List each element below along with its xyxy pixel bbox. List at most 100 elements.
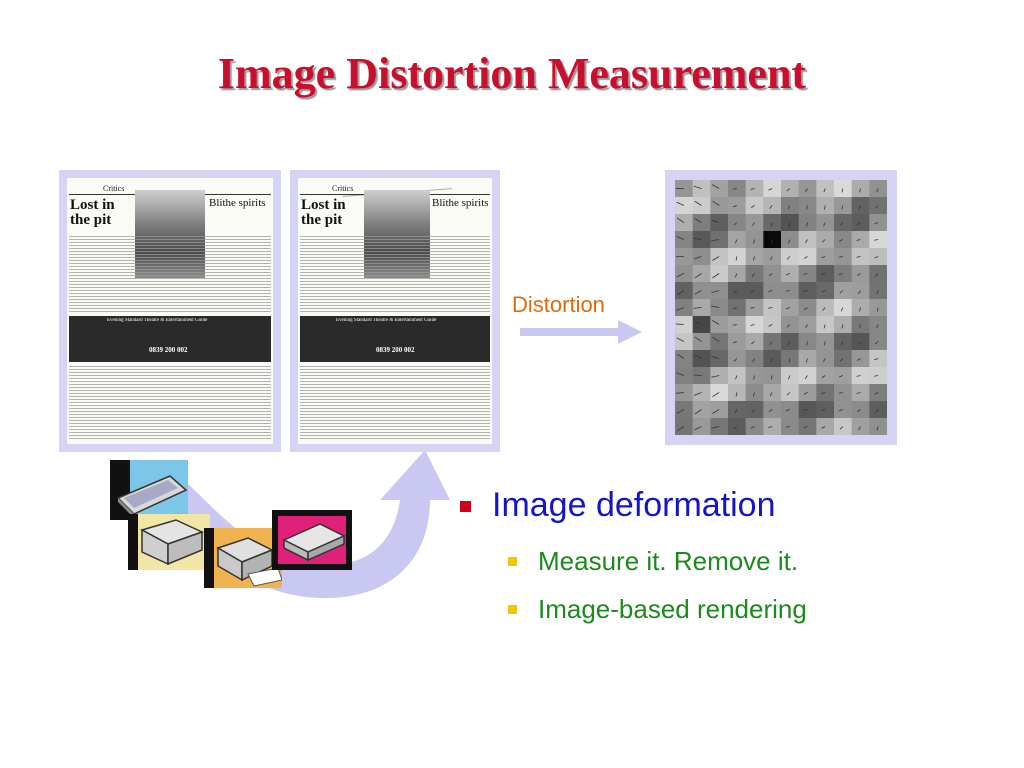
section-label: Critics: [332, 184, 354, 193]
field-cell: [692, 401, 711, 419]
field-vector-arrow: [750, 324, 755, 326]
field-vector-arrow: [770, 256, 773, 261]
field-vector-arrow: [693, 321, 702, 325]
field-vector-arrow: [768, 290, 773, 292]
field-vector-arrow: [838, 409, 843, 412]
field-vector-arrow: [840, 222, 844, 226]
field-cell: [851, 401, 870, 419]
field-vector-arrow: [711, 305, 720, 308]
field-vector-arrow: [875, 409, 879, 413]
field-cell: [798, 299, 817, 317]
field-vector-arrow: [770, 375, 773, 380]
field-vector-arrow: [839, 290, 844, 294]
field-vector-arrow: [805, 239, 808, 244]
field-vector-arrow: [874, 256, 879, 259]
text-columns-bottom: [69, 366, 271, 440]
field-cell: [692, 299, 711, 317]
sub-bullet-text: Image-based rendering: [538, 594, 807, 624]
field-vector-arrow: [786, 188, 791, 192]
field-vector-arrow: [676, 337, 685, 342]
field-cell: [710, 265, 729, 283]
field-vector-arrow: [785, 426, 790, 428]
field-vector-arrow: [786, 256, 791, 260]
field-vector-arrow: [770, 222, 773, 227]
field-vector-arrow: [785, 307, 790, 310]
field-vector-arrow: [875, 205, 879, 209]
field-vector-arrow: [839, 358, 844, 362]
field-cell: [692, 197, 711, 215]
field-vector-arrow: [838, 392, 843, 394]
sub-bullet-marker-icon: [508, 605, 517, 614]
field-vector-arrow: [735, 239, 738, 244]
field-vector-arrow: [676, 372, 684, 376]
field-vector-arrow: [732, 307, 737, 310]
field-cell: [834, 282, 853, 300]
headline-right: Blithe spirits: [432, 197, 489, 209]
field-cell: [745, 197, 764, 215]
field-cell: [834, 401, 853, 419]
field-vector-arrow: [675, 323, 684, 325]
field-vector-arrow: [693, 307, 702, 309]
field-cell: [816, 248, 835, 266]
field-vector-arrow: [694, 273, 702, 279]
field-vector-arrow: [856, 375, 861, 377]
field-vector-arrow: [841, 324, 844, 329]
field-cell: [675, 214, 694, 232]
field-vector-arrow: [733, 290, 738, 294]
field-cell: [763, 316, 782, 334]
field-cell: [675, 367, 694, 385]
field-vector-arrow: [875, 273, 879, 277]
field-vector-arrow: [821, 290, 826, 293]
field-cell: [745, 418, 764, 435]
field-vector-arrow: [876, 324, 879, 329]
field-cell: [763, 299, 782, 317]
field-cell: [728, 299, 747, 317]
field-vector-arrow: [711, 426, 720, 429]
field-cell: [710, 299, 729, 317]
field-vector-arrow: [711, 219, 720, 223]
field-vector-arrow: [840, 307, 844, 312]
field-vector-arrow: [769, 205, 773, 209]
field-cell: [710, 214, 729, 232]
field-vector-arrow: [874, 392, 879, 395]
field-vector-arrow: [841, 205, 844, 210]
field-cell: [816, 231, 835, 249]
field-cell: [781, 299, 800, 317]
field-vector-arrow: [750, 307, 755, 309]
field-cell: [851, 214, 870, 232]
field-vector-arrow: [693, 185, 702, 189]
field-cell: [710, 418, 729, 435]
original-page-frame: Critics Lost in the pit Blithe spirits E…: [59, 170, 281, 452]
field-vector-arrow: [694, 409, 702, 415]
field-vector-arrow: [752, 222, 755, 227]
field-vector-arrow: [735, 392, 738, 397]
field-vector-arrow: [823, 358, 826, 363]
field-cell: [675, 401, 694, 419]
field-cell: [675, 316, 694, 334]
field-vector-arrow: [874, 358, 879, 361]
field-vector-arrow: [788, 358, 791, 363]
headline-left: Lost in the pit: [301, 197, 346, 229]
field-vector-arrow: [876, 426, 879, 431]
headline-right: Blithe spirits: [209, 197, 266, 209]
field-cell: [692, 248, 711, 266]
field-cell: [692, 231, 711, 249]
field-vector-arrow: [693, 392, 702, 396]
field-cell: [692, 265, 711, 283]
field-vector-arrow: [876, 290, 879, 295]
field-cell: [816, 418, 835, 435]
field-cell: [710, 401, 729, 419]
field-vector-arrow: [877, 307, 879, 312]
field-cell: [763, 418, 782, 435]
field-vector-arrow: [788, 239, 791, 244]
printed-page-frame: Critics Lost in the pit Blithe spirits E…: [290, 170, 500, 452]
field-cell: [851, 418, 870, 435]
field-vector-arrow: [694, 336, 702, 342]
field-cell: [834, 265, 853, 283]
field-cell: [692, 384, 711, 402]
field-cell: [675, 282, 694, 300]
field-cell: [675, 299, 694, 317]
field-vector-arrow: [711, 184, 720, 189]
sub-bullet-text: Measure it. Remove it.: [538, 546, 799, 576]
field-vector-arrow: [821, 392, 826, 394]
